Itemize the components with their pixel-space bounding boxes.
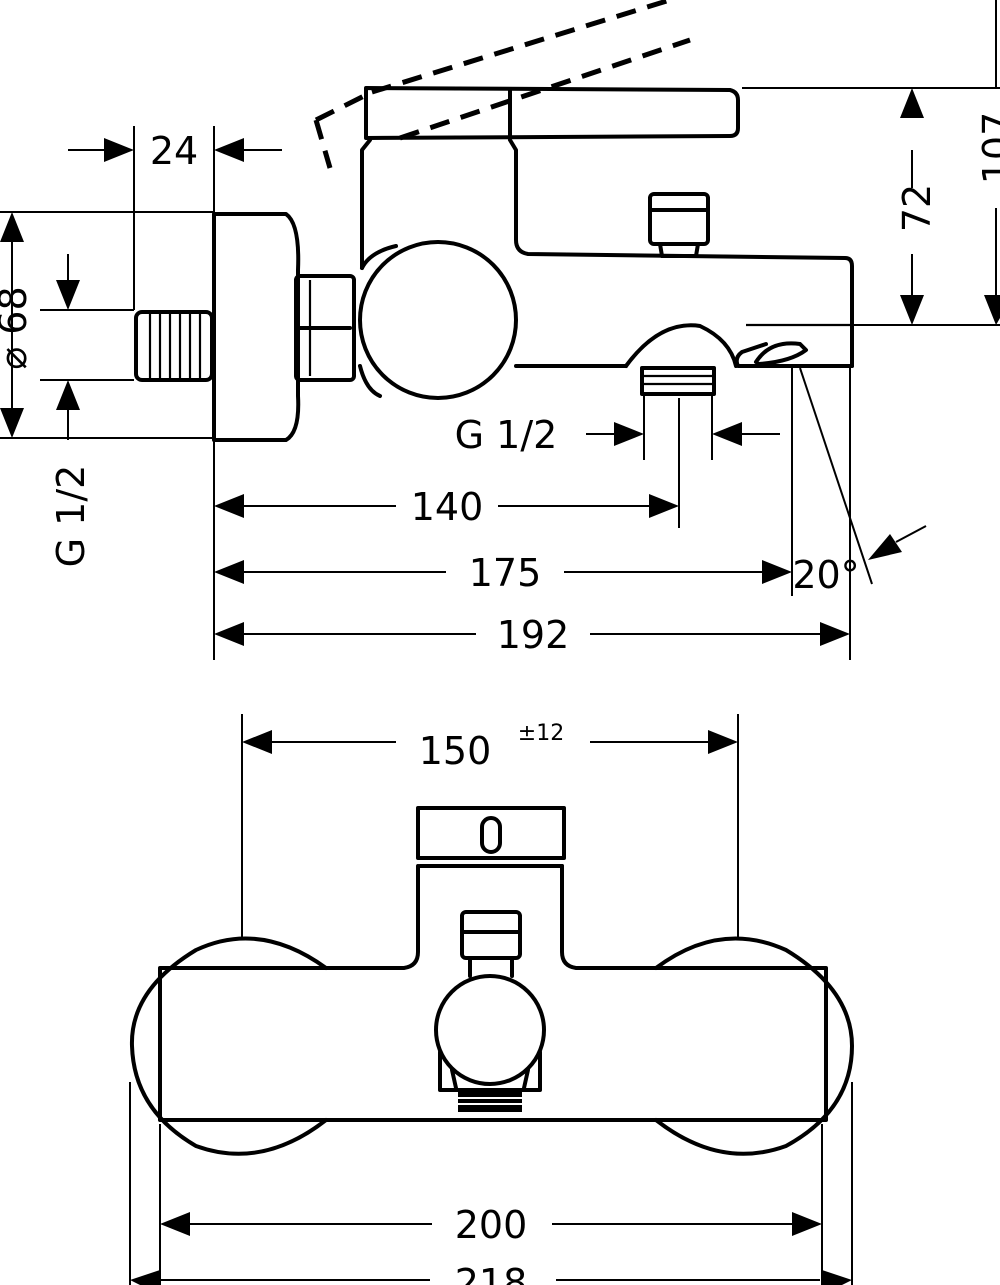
- threaded-pipe: [134, 310, 214, 382]
- outlet-thread: [640, 366, 716, 396]
- lever-front: [416, 806, 566, 860]
- rosette-left: [129, 936, 328, 1156]
- dim-192-label: 192: [497, 613, 570, 657]
- diverter-knob-front: [460, 910, 522, 960]
- side-view: 24 ⌀ 68 G 1/2 G 1/2 140 175: [0, 0, 1000, 660]
- diverter-knob: [648, 192, 710, 246]
- dim-thread-bottom-label: G 1/2: [455, 413, 558, 457]
- dim-diameter-label: ⌀ 68: [0, 286, 35, 369]
- dim-angle-label: 20°: [792, 553, 859, 597]
- dim-200-label: 200: [455, 1203, 528, 1247]
- outlet-thread-front: [458, 1092, 522, 1112]
- dim-150-label: 150: [419, 729, 492, 773]
- lever-slot: [480, 816, 502, 854]
- mixer-body-round: [358, 240, 518, 400]
- dim-175-label: 175: [469, 551, 542, 595]
- dim-218-label: 218: [455, 1261, 528, 1285]
- dim-107-label: 107: [975, 112, 1000, 185]
- dim-thread-left-label: G 1/2: [49, 465, 93, 568]
- lever-raised-outline: [313, 0, 691, 169]
- front-view: 150 ±12 200: [129, 714, 854, 1285]
- dim-140-label: 140: [411, 485, 484, 529]
- dim-150-tolerance: ±12: [518, 721, 564, 746]
- spout-front: [434, 974, 546, 1086]
- dim-72-label: 72: [895, 184, 939, 232]
- cartridge-housing: [360, 138, 854, 368]
- body-front: [158, 864, 828, 1122]
- rosette-right: [654, 936, 854, 1156]
- spout-outlet: [624, 323, 738, 368]
- dim-24-label: 24: [150, 129, 198, 173]
- wall-rosette: [212, 212, 301, 442]
- lever-handle: [364, 86, 740, 140]
